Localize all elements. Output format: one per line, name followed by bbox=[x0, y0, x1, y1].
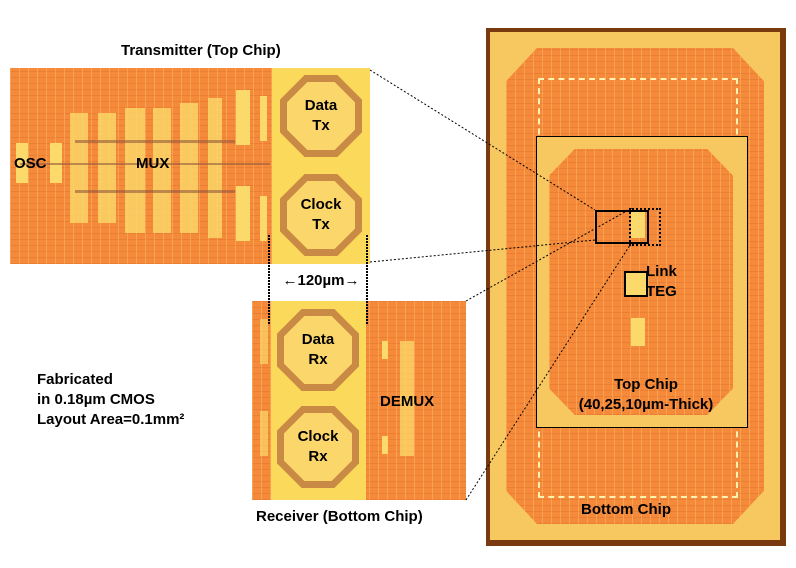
driver-cell bbox=[236, 186, 250, 241]
signal-wire bbox=[75, 190, 235, 193]
callout-line bbox=[369, 69, 596, 211]
rx-cell bbox=[260, 411, 268, 456]
transmitter-layout: OSC MUX bbox=[10, 68, 273, 264]
driver-cell bbox=[260, 96, 267, 141]
link-teg-box bbox=[624, 271, 648, 297]
mux-label: MUX bbox=[136, 155, 170, 172]
data-tx-label: Data Tx bbox=[304, 97, 338, 134]
die-photo: Link TEG Top Chip (40,25,10µm-Thick) Bot… bbox=[486, 28, 786, 546]
rx-cell bbox=[260, 319, 268, 364]
tx-pads-mini bbox=[631, 212, 645, 238]
signal-wire bbox=[20, 163, 270, 165]
clock-rx-pad: Clock Rx bbox=[277, 406, 359, 488]
driver-cell bbox=[208, 98, 222, 238]
secondary-link-pads bbox=[631, 318, 645, 346]
process-note: Fabricated in 0.18µm CMOS Layout Area=0.… bbox=[37, 370, 184, 430]
transmitter-title: Transmitter (Top Chip) bbox=[121, 42, 281, 59]
osc-label: OSC bbox=[14, 155, 47, 172]
clock-tx-label: Clock Tx bbox=[300, 196, 342, 233]
tx-region-box bbox=[595, 210, 649, 244]
mux-cell bbox=[125, 108, 145, 233]
demux-label: DEMUX bbox=[380, 393, 435, 410]
mux-cell bbox=[153, 108, 171, 233]
process-note-line: Layout Area=0.1mm² bbox=[37, 411, 185, 428]
driver-cell bbox=[236, 90, 250, 145]
callout-line bbox=[465, 241, 633, 501]
link-teg-label: Link TEG bbox=[646, 263, 677, 300]
demux-cell bbox=[382, 341, 388, 359]
process-note-line: in 0.18µm CMOS bbox=[37, 391, 155, 408]
data-tx-pad: Data Tx bbox=[280, 75, 362, 157]
transmitter-pad-strip: Data Tx Clock Tx bbox=[272, 68, 370, 264]
signal-wire bbox=[75, 140, 235, 143]
process-note-line: Fabricated bbox=[37, 371, 113, 388]
top-chip-label: Top Chip (40,25,10µm-Thick) bbox=[578, 376, 714, 413]
clock-tx-pad: Clock Tx bbox=[280, 174, 362, 256]
demux-cell bbox=[400, 341, 414, 456]
rx-region-box bbox=[629, 208, 661, 246]
clock-rx-label: Clock Rx bbox=[297, 428, 339, 465]
dimension-label: ←120µm→ bbox=[282, 272, 360, 289]
receiver-title: Receiver (Bottom Chip) bbox=[256, 508, 423, 525]
callout-line bbox=[369, 239, 596, 263]
right-arrow-icon: → bbox=[344, 272, 360, 289]
left-arrow-icon: ← bbox=[282, 272, 298, 289]
driver-cell bbox=[260, 196, 267, 241]
bottom-chip-label: Bottom Chip bbox=[581, 501, 671, 518]
data-rx-label: Data Rx bbox=[301, 331, 335, 368]
receiver-pad-strip: Data Rx Clock Rx bbox=[271, 301, 366, 500]
mux-cell bbox=[180, 103, 198, 233]
data-rx-pad: Data Rx bbox=[277, 309, 359, 391]
callout-line bbox=[465, 207, 633, 302]
demux-cell bbox=[382, 436, 388, 454]
receiver-layout: Data Rx Clock Rx DEMUX bbox=[252, 301, 466, 500]
